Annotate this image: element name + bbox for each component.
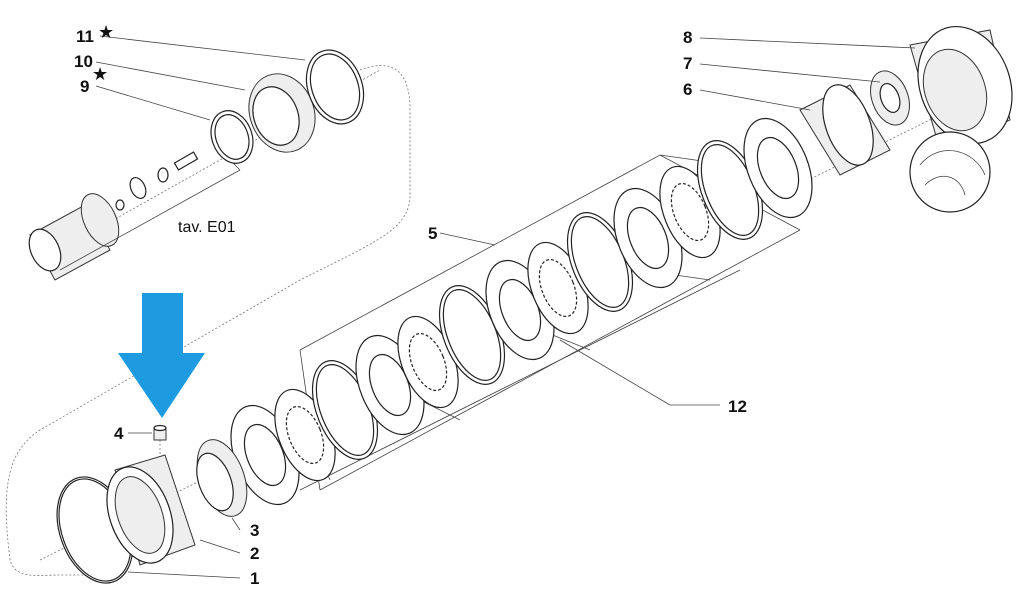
detail-inset [909,131,991,213]
assembly-outline-dashed [5,65,411,576]
label-7: 7 [683,54,692,73]
part-6-carrier [799,84,891,176]
leader-lines [95,35,916,579]
highlight-arrow-icon [118,293,205,418]
label-1: 1 [250,569,259,588]
part-10-hub [248,73,316,153]
label-11: 11 [76,27,94,46]
star-icon-11: ★ [98,22,114,42]
label-10: 10 [74,52,93,71]
label-9: 9 [80,77,89,96]
part-8-drum [909,25,1013,151]
part-2-piston [106,454,196,566]
shaft-assembly [28,151,199,281]
star-icon-9: ★ [92,64,108,84]
label-5: 5 [428,224,437,243]
part-3-bearing [196,439,248,517]
label-12: 12 [728,397,747,416]
label-6: 6 [683,80,692,99]
reference-label: tav. E01 [178,219,236,236]
label-8: 8 [683,28,692,47]
part-4-plug [153,424,167,441]
clutch-plate-stack [230,117,813,506]
label-4: 4 [114,424,124,443]
label-3: 3 [250,521,259,540]
label-2: 2 [250,544,259,563]
